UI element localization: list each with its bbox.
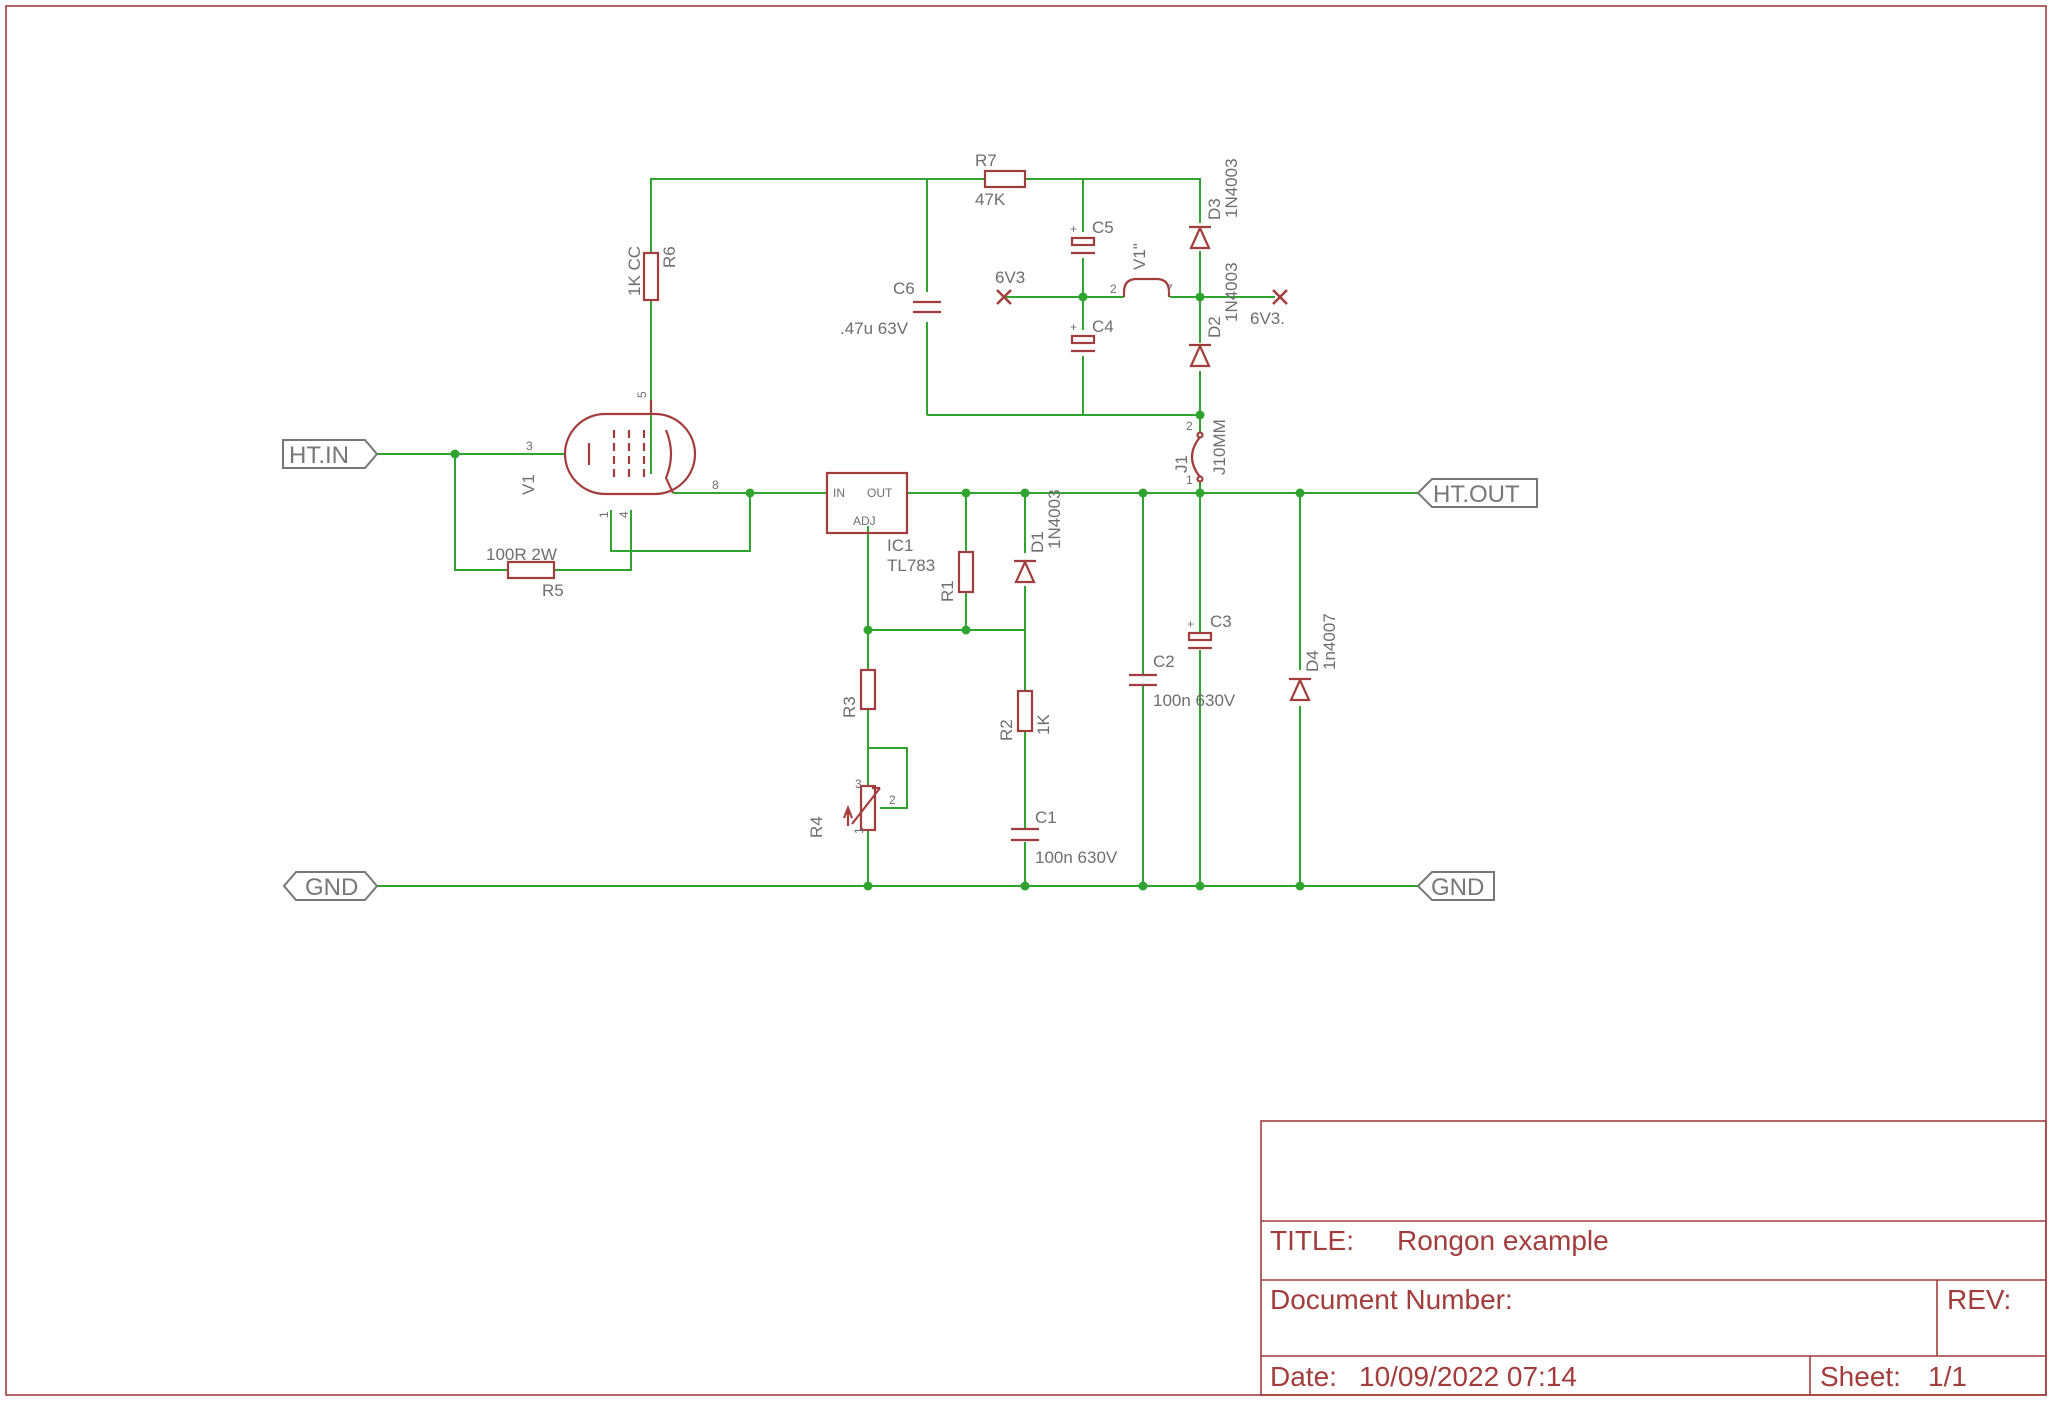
svg-text:HT.IN: HT.IN [289, 442, 349, 469]
svg-text:C4: C4 [1092, 317, 1114, 336]
no-connect-6v3: 6V3 [995, 268, 1025, 305]
potentiometer-r4[interactable]: 3 2 1 R4 [807, 777, 896, 838]
resistor-r7[interactable]: R7 47K [975, 151, 1027, 209]
svg-text:D1: D1 [1028, 531, 1047, 553]
date-label: Date: [1270, 1361, 1337, 1392]
svg-text:6V3: 6V3 [995, 268, 1025, 287]
svg-text:100R 2W: 100R 2W [486, 545, 557, 564]
svg-text:2: 2 [889, 793, 896, 807]
capacitor-c3[interactable]: + C3 [1187, 612, 1232, 650]
capacitor-c6[interactable]: C6 .47u 63V [840, 279, 941, 338]
drawing-frame [5, 5, 2047, 1396]
regulator-ic1[interactable]: IN OUT ADJ IC1 TL783 [825, 471, 935, 575]
no-connect-6v3-right: 6V3. [1250, 289, 1288, 328]
svg-text:5: 5 [635, 391, 649, 398]
svg-text:R5: R5 [542, 581, 564, 600]
svg-text:1N4003: 1N4003 [1045, 489, 1064, 549]
svg-text:GND: GND [1431, 874, 1484, 901]
svg-text:J1: J1 [1172, 455, 1191, 473]
diode-d3[interactable]: D3 1N4003 [1189, 158, 1241, 250]
title-value: Rongon example [1397, 1225, 1609, 1256]
svg-text:1: 1 [597, 511, 611, 518]
svg-text:ADJ: ADJ [853, 514, 876, 528]
rev-label: REV: [1947, 1284, 2011, 1315]
svg-text:+: + [1070, 222, 1077, 236]
svg-text:7: 7 [1166, 282, 1173, 296]
svg-text:2: 2 [1110, 282, 1117, 296]
junctions [450, 292, 1305, 891]
svg-text:C5: C5 [1092, 218, 1114, 237]
svg-text:OUT: OUT [867, 486, 893, 500]
svg-text:1K CC: 1K CC [625, 246, 644, 296]
svg-text:1K: 1K [1034, 714, 1053, 735]
port-gnd-right[interactable]: GND [1416, 871, 1495, 901]
svg-text:V1: V1 [519, 474, 538, 495]
diode-d2[interactable]: D2 1N4003 [1189, 262, 1241, 368]
capacitor-c2[interactable]: C2 100n 630V [1129, 652, 1236, 710]
document-number-label: Document Number: [1270, 1284, 1513, 1315]
svg-text:GND: GND [305, 874, 358, 901]
resistor-r3[interactable]: R3 [840, 668, 877, 718]
sheet-value: 1/1 [1928, 1361, 1967, 1392]
vacuum-tube-v1[interactable]: 3 5 8 1 4 V1 [519, 391, 719, 518]
capacitor-c4[interactable]: + C4 [1070, 317, 1114, 353]
sheet-label: Sheet: [1820, 1361, 1901, 1392]
svg-text:C3: C3 [1210, 612, 1232, 631]
resistor-r2[interactable]: R2 1K [997, 689, 1053, 741]
svg-text:R3: R3 [840, 696, 859, 718]
capacitor-c5[interactable]: + C5 [1070, 218, 1114, 255]
svg-text:R6: R6 [660, 246, 679, 268]
tube-heater-v1[interactable]: 2 7 V1" [1110, 243, 1173, 297]
resistor-r6[interactable]: R6 1K CC [625, 246, 679, 302]
svg-text:C1: C1 [1035, 808, 1057, 827]
svg-text:.47u 63V: .47u 63V [840, 319, 909, 338]
svg-text:+: + [1187, 617, 1194, 631]
date-value: 10/09/2022 07:14 [1359, 1361, 1577, 1392]
jumper-j1[interactable]: 2 1 J1 J10MM [1172, 419, 1229, 487]
svg-text:D4: D4 [1303, 650, 1322, 672]
svg-text:R1: R1 [938, 580, 957, 602]
svg-text:3: 3 [855, 777, 862, 791]
svg-text:+: + [1070, 320, 1077, 334]
svg-text:HT.OUT: HT.OUT [1433, 481, 1520, 508]
svg-text:1N4003: 1N4003 [1222, 262, 1241, 322]
svg-text:6V3.: 6V3. [1250, 309, 1285, 328]
svg-text:100n 630V: 100n 630V [1153, 691, 1236, 710]
capacitor-c1[interactable]: C1 100n 630V [1011, 808, 1118, 867]
svg-text:47K: 47K [975, 190, 1006, 209]
svg-text:D3: D3 [1205, 198, 1224, 220]
svg-text:D2: D2 [1205, 316, 1224, 338]
svg-text:1: 1 [852, 827, 866, 834]
svg-text:3: 3 [526, 439, 533, 453]
port-gnd-left[interactable]: GND [282, 871, 379, 901]
svg-text:J10MM: J10MM [1210, 419, 1229, 475]
diode-d4[interactable]: D4 1n4007 [1289, 613, 1339, 702]
svg-text:1: 1 [1186, 473, 1193, 487]
svg-text:1n4007: 1n4007 [1320, 613, 1339, 670]
svg-text:8: 8 [712, 478, 719, 492]
svg-text:2: 2 [1186, 419, 1193, 433]
svg-text:R7: R7 [975, 151, 997, 170]
svg-text:4: 4 [617, 511, 631, 518]
svg-text:C2: C2 [1153, 652, 1175, 671]
resistor-r1[interactable]: R1 [938, 550, 975, 602]
title-label: TITLE: [1270, 1225, 1354, 1256]
port-ht-out[interactable]: HT.OUT [1416, 478, 1538, 508]
svg-text:R4: R4 [807, 816, 826, 838]
svg-text:1N4003: 1N4003 [1222, 158, 1241, 218]
svg-text:100n 630V: 100n 630V [1035, 848, 1118, 867]
svg-text:V1": V1" [1130, 243, 1149, 270]
title-block: TITLE: Rongon example Document Number: R… [1260, 1120, 2047, 1396]
svg-text:R2: R2 [997, 719, 1016, 741]
resistor-r5[interactable]: 100R 2W R5 [486, 545, 564, 600]
port-ht-in[interactable]: HT.IN [282, 439, 379, 469]
wires [377, 178, 1418, 887]
svg-text:IN: IN [833, 486, 845, 500]
diode-d1[interactable]: D1 1N4003 [1014, 489, 1064, 584]
svg-text:C6: C6 [893, 279, 915, 298]
svg-text:IC1: IC1 [887, 536, 913, 555]
svg-text:TL783: TL783 [887, 556, 935, 575]
